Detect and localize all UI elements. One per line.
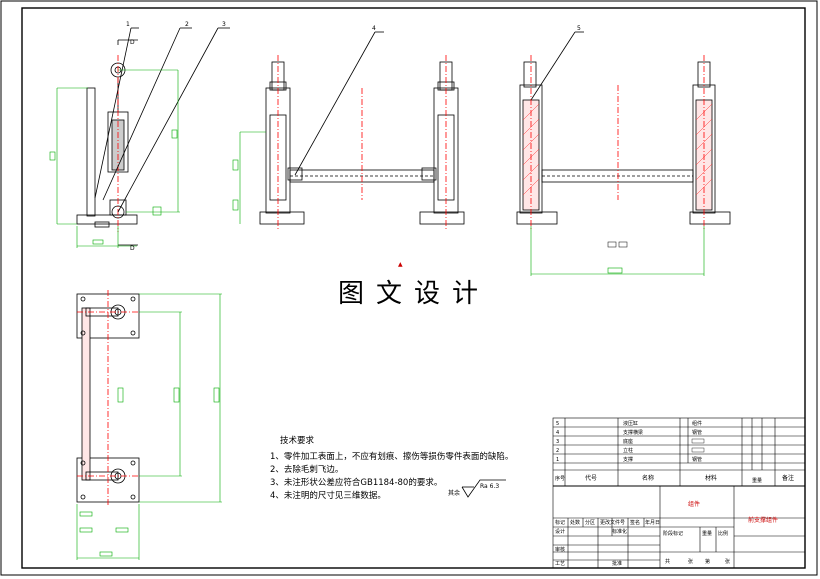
tech-requirement-4: 4、未注明的尺寸见三维数据。 (270, 490, 386, 501)
section-mark-bottom: D (130, 245, 135, 252)
section-mark-top: D (130, 39, 135, 46)
side-view-dimensions (49, 69, 180, 248)
bom-header-name: 名称 (642, 474, 654, 482)
bom-row-5-no: 1 (556, 457, 559, 463)
section-hatching (522, 103, 713, 196)
tb-label-count: 处数 (570, 519, 580, 526)
bom-header-weight: 重量 (752, 477, 762, 484)
bom-header-material: 材料 (705, 474, 717, 482)
roughness-value: Ra 6.3 (480, 483, 499, 490)
bom-row-3-no: 3 (556, 439, 559, 445)
tb-label-stage: 阶段标记 (663, 530, 683, 537)
tech-requirement-3: 3、未注形状公差应符合GB1184-80的要求。 (270, 477, 442, 488)
tb-label-design: 设计 (555, 528, 565, 535)
drawing-frame (21, 7, 806, 569)
tb-label-standard: 标准化 (612, 528, 627, 535)
tech-requirements-heading: 技术要求 (280, 435, 315, 446)
tb-label-process: 工艺 (555, 561, 565, 567)
bom-header-no: 序号 (555, 475, 565, 482)
tb-label-change-doc: 更改文件号 (600, 519, 625, 526)
section-view (516, 31, 731, 230)
top-view-dimensions (76, 293, 222, 560)
roughness-prefix: 其余 (448, 489, 460, 497)
view-label-box-1 (607, 241, 617, 248)
bom-row-1-no: 5 (556, 421, 559, 427)
title-watermark: 图文设计 (338, 279, 490, 309)
tb-label-sign: 签名 (630, 519, 640, 526)
top-view (76, 290, 140, 506)
bom-row-2-no: 4 (556, 430, 559, 436)
tech-requirement-2: 2、去除毛刺飞边。 (270, 464, 343, 475)
tb-label-weight: 重量 (702, 530, 712, 537)
tb-label-sheet: 张 (725, 558, 730, 565)
tb-label-page: 第 (705, 558, 710, 565)
front-view (259, 31, 465, 230)
balloon-5: 5 (577, 25, 581, 32)
bom-row-3-name: 底座 (623, 438, 633, 445)
tb-label-approve: 批准 (612, 560, 622, 567)
view-label-box-2 (618, 241, 628, 248)
balloon-3: 3 (222, 21, 226, 28)
tb-label-date: 年月日 (645, 519, 660, 526)
side-view (76, 27, 230, 246)
section-view-dimensions (530, 226, 705, 276)
balloon-1: 1 (126, 21, 130, 28)
tb-label-review: 审核 (555, 546, 565, 553)
bom-row-5-material: 钢管 (692, 456, 702, 463)
tb-label-mark: 标记 (555, 519, 565, 526)
tb-label-total: 共 (665, 558, 670, 565)
balloon-4: 4 (372, 25, 376, 32)
roughness-symbol: 其余 Ra 6.3 (448, 479, 506, 498)
tb-label-sheets: 张 (688, 558, 693, 565)
bom-header-remark: 备注 (782, 474, 794, 482)
bom-row-5-name: 支撑 (623, 456, 633, 463)
bom-row-2-material: 钢管 (692, 429, 702, 436)
drawing-name: 组件 (688, 500, 700, 508)
balloon-2: 2 (185, 21, 189, 28)
bom-row-1-material: 组件 (692, 420, 702, 427)
bom-table: 5 液压缸 组件 4 支撑横梁 钢管 3 底座 2 立柱 1 支撑 钢管 序号 … (555, 420, 794, 484)
bom-row-2-name: 支撑横梁 (623, 429, 643, 436)
bom-row-4-no: 2 (556, 448, 559, 454)
tech-requirements: 技术要求 1、零件加工表面上，不应有划痕、擦伤等损伤零件表面的缺陷。 2、去除毛… (270, 435, 513, 501)
bom-header-code: 代号 (585, 474, 597, 482)
front-view-dimensions (232, 131, 266, 224)
tb-label-zone: 分区 (585, 519, 595, 526)
bom-row-4-name: 立柱 (623, 447, 633, 454)
tb-label-scale: 比例 (718, 530, 728, 537)
tech-requirement-1: 1、零件加工表面上，不应有划痕、擦伤等损伤零件表面的缺陷。 (270, 451, 513, 462)
part-name: 前支撑组件 (748, 516, 778, 524)
title-block-text: 组件 前支撑组件 标记 处数 分区 更改文件号 签名 年月日 设计 标准化 审核… (555, 500, 778, 567)
view-arrow-mark: ▲ (398, 261, 403, 268)
bom-row-1-name: 液压缸 (623, 420, 638, 427)
title-block (552, 417, 806, 569)
